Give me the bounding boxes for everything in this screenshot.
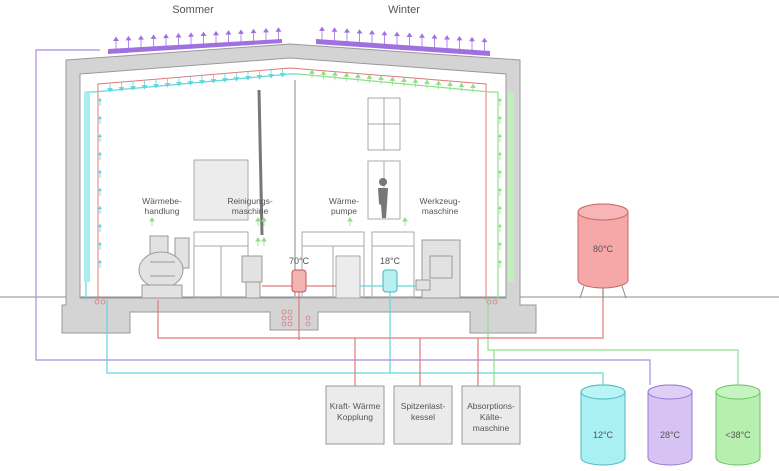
svg-text:Absorptions-: Absorptions- — [467, 401, 515, 411]
warm-loop-ceiling — [297, 73, 499, 300]
svg-text:maschine: maschine — [232, 206, 269, 216]
ceiling-arrows-cold — [107, 68, 286, 93]
floor-coils — [94, 299, 498, 327]
unit-chp: Kraft- Wärme Kopplung — [325, 385, 385, 445]
svg-text:Kälte-: Kälte- — [480, 412, 502, 422]
hot-loop-inner — [97, 67, 487, 300]
svg-text:kessel: kessel — [411, 412, 435, 422]
ceiling-arrows-warm — [309, 69, 476, 93]
cold-buffer-label: 18°C — [380, 256, 401, 266]
hot-buffer-tank — [291, 269, 307, 293]
tank-warm: <38°C — [715, 384, 761, 466]
tank-mid: 28°C — [647, 384, 693, 466]
svg-text:Spitzenlast-: Spitzenlast- — [401, 401, 446, 411]
wall-arrows — [98, 98, 502, 268]
machine-cleaning — [193, 159, 249, 221]
svg-text:28°C: 28°C — [660, 430, 681, 440]
tank-hot-storage: 80°C — [577, 203, 629, 299]
cold-radiator-wall — [84, 92, 90, 282]
hot-buffer-label: 70°C — [289, 256, 310, 266]
heat-radiation-arrows — [113, 26, 488, 53]
svg-text:pumpe: pumpe — [331, 206, 357, 216]
svg-text:maschine: maschine — [422, 206, 459, 216]
cold-buffer-tank — [382, 269, 398, 293]
label-heat-treatment: Wärmebe- handlung — [142, 196, 182, 216]
unit-absorption-chiller: Absorptions- Kälte- maschine — [461, 385, 521, 445]
svg-text:<38°C: <38°C — [725, 430, 751, 440]
cold-loop-ceiling — [85, 73, 298, 300]
machine-arrows — [149, 217, 408, 246]
pipe-red-main — [157, 280, 604, 339]
machine-heat-pump — [335, 255, 361, 299]
warm-radiator-wall — [508, 92, 514, 282]
machine-tool — [415, 239, 461, 299]
svg-text:Kopplung: Kopplung — [337, 412, 373, 422]
collector-summer — [108, 39, 282, 54]
person-silhouette — [378, 178, 388, 218]
machine-heat-treatment — [138, 235, 190, 299]
svg-text:Reinigungs-: Reinigungs- — [227, 196, 273, 206]
svg-text:80°C: 80°C — [593, 244, 614, 254]
svg-text:Werkzeug-: Werkzeug- — [420, 196, 461, 206]
svg-text:12°C: 12°C — [593, 430, 614, 440]
tank-cold: 12°C — [580, 384, 626, 466]
chimney-pipe — [257, 89, 264, 236]
svg-text:Wärmebe-: Wärmebe- — [142, 196, 182, 206]
unit-peak-boiler: Spitzenlast- kessel — [393, 385, 453, 445]
label-summer: Sommer — [172, 4, 214, 16]
machine-cleaning-unit — [241, 255, 263, 299]
svg-text:Wärme-: Wärme- — [329, 196, 359, 206]
svg-text:Kraft- Wärme: Kraft- Wärme — [330, 401, 381, 411]
label-heat-pump: Wärme- pumpe — [329, 196, 359, 216]
label-cleaning: Reinigungs- maschine — [227, 196, 273, 216]
pipe-purple-main — [35, 49, 651, 385]
svg-text:handlung: handlung — [145, 206, 180, 216]
label-tool: Werkzeug- maschine — [420, 196, 461, 216]
label-winter: Winter — [388, 4, 420, 16]
svg-text:maschine: maschine — [473, 423, 510, 433]
pipe-green-main — [487, 300, 739, 385]
